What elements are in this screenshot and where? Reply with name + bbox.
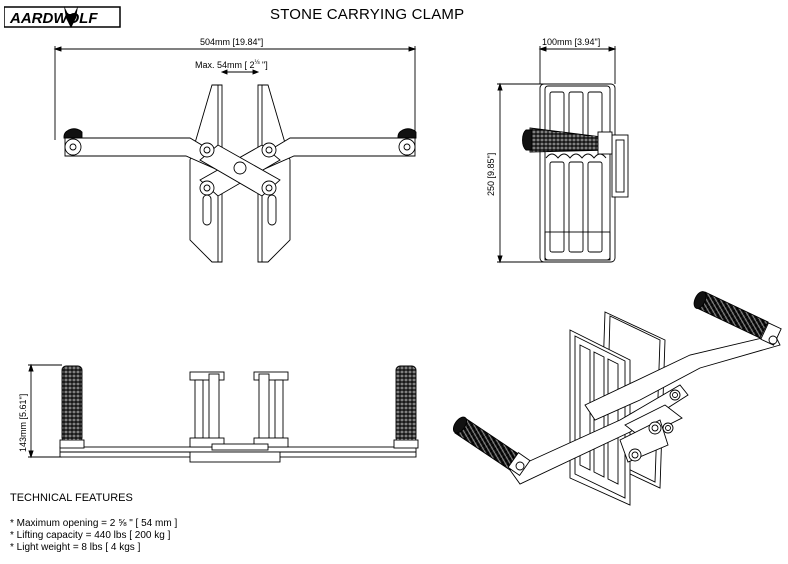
- side-width-dimension: 100mm [3.94"]: [542, 37, 601, 47]
- side-view: [497, 46, 629, 264]
- feature-light-weight: * Light weight = 8 lbs [ 4 kgs ]: [10, 542, 141, 553]
- feature-max-opening: * Maximum opening = 2 ⅝ " [ 54 mm ]: [10, 518, 178, 529]
- technical-features-heading: TECHNICAL FEATURES: [10, 492, 133, 504]
- aardwolf-logo: AARDWOLF: [3, 4, 122, 35]
- logo-text: AARDWOLF: [9, 10, 98, 27]
- max-opening-dimension: Max. 54mm [ 2⅛ "]: [195, 60, 268, 70]
- page-title: STONE CARRYING CLAMP: [270, 6, 465, 23]
- front-view: [28, 363, 419, 463]
- feature-lifting-capacity: * Lifting capacity = 440 lbs [ 200 kg ]: [10, 530, 171, 541]
- max-opening-prefix: Max. 54mm [ 2: [195, 60, 255, 70]
- max-opening-suffix: "]: [259, 60, 268, 70]
- top-width-dimension: 504mm [19.84"]: [200, 37, 264, 47]
- isometric-view: [452, 291, 782, 506]
- top-view: [53, 46, 417, 263]
